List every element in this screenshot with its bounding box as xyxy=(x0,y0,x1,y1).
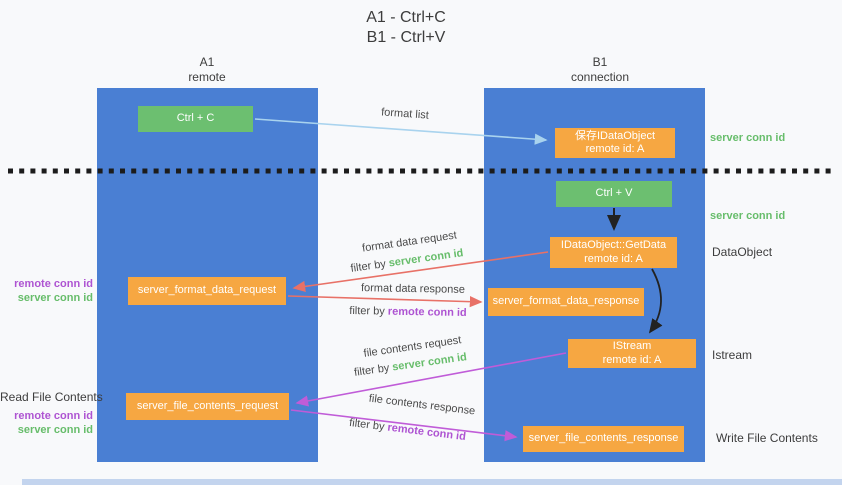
file-response-label: server_file_contents_response xyxy=(528,432,679,445)
node-save-idataobject: 保存IDataObject remote id: A xyxy=(555,128,675,158)
filter-id-server-conn: server conn id xyxy=(387,247,465,270)
annotation-remote-conn-id-2: remote conn id xyxy=(14,410,93,422)
filter-prefix: filter by xyxy=(353,362,391,379)
istream-line1: IStream xyxy=(612,340,652,352)
save-idataobject-line2: remote id: A xyxy=(585,143,645,155)
getdata-line1: IDataObject::GetData xyxy=(560,239,667,251)
label-file-contents-response: file contents response xyxy=(368,392,476,418)
filter-id-remote-conn: remote conn id xyxy=(387,305,467,320)
lane-left-role: remote xyxy=(188,70,226,84)
annotation-server-conn-id-left-1: server conn id xyxy=(17,292,93,304)
annotation-server-conn-id-left-2: server conn id xyxy=(17,424,93,436)
node-istream: IStream remote id: A xyxy=(568,339,696,368)
save-idataobject-line1: 保存IDataObject xyxy=(574,129,656,142)
label-format-list: format list xyxy=(380,106,430,122)
title-line-2: B1 - Ctrl+V xyxy=(366,29,446,46)
lane-right-name: B1 xyxy=(592,55,608,69)
lane-left-name: A1 xyxy=(199,55,215,69)
node-ctrl-c: Ctrl + C xyxy=(138,106,253,132)
annotation-server-conn-id-top: server conn id xyxy=(710,132,786,144)
annotation-server-conn-id-mid: server conn id xyxy=(710,210,786,222)
diagram-title: A1 - Ctrl+C B1 - Ctrl+V xyxy=(306,8,506,48)
filter-id-remote-conn: remote conn id xyxy=(386,421,467,444)
filter-prefix: filter by xyxy=(349,258,387,275)
filter-prefix: filter by xyxy=(348,416,386,434)
file-request-label: server_file_contents_request xyxy=(136,399,279,412)
format-request-label: server_format_data_request xyxy=(137,284,277,297)
node-server-format-data-request: server_format_data_request xyxy=(128,277,286,305)
node-server-file-contents-response: server_file_contents_response xyxy=(523,426,684,452)
label-filter-by-remote-conn-id-2: filter by remote conn id xyxy=(330,415,485,446)
lane-header-right: B1 connection xyxy=(540,55,660,85)
annotation-write-file-contents: Write File Contents xyxy=(716,431,818,445)
lane-right-role: connection xyxy=(570,70,630,84)
annotation-istream: Istream xyxy=(712,348,753,362)
lane-header-left: A1 remote xyxy=(147,55,267,85)
annotation-read-file-contents: Read File Contents xyxy=(0,390,103,404)
filter-id-server-conn: server conn id xyxy=(391,351,468,374)
annotation-remote-conn-id-1: remote conn id xyxy=(14,278,93,290)
filter-prefix: filter by xyxy=(349,304,385,318)
node-ctrl-v: Ctrl + V xyxy=(556,181,672,207)
ctrl-v-label: Ctrl + V xyxy=(595,187,633,200)
annotation-dataobject: DataObject xyxy=(712,245,773,259)
node-idataobject-getdata: IDataObject::GetData remote id: A xyxy=(550,237,677,268)
getdata-line2: remote id: A xyxy=(584,252,643,265)
label-filter-by-remote-conn-id-1: filter by remote conn id xyxy=(333,305,483,320)
format-response-label: server_format_data_response xyxy=(492,295,640,308)
istream-line2: remote id: A xyxy=(602,353,662,366)
bottom-window-edge xyxy=(22,479,842,485)
node-server-format-data-response: server_format_data_response xyxy=(488,288,644,316)
label-format-data-response: format data response xyxy=(360,282,466,296)
node-server-file-contents-request: server_file_contents_request xyxy=(126,393,289,420)
ctrl-c-label: Ctrl + C xyxy=(176,112,215,125)
title-line-1: A1 - Ctrl+C xyxy=(366,9,446,26)
